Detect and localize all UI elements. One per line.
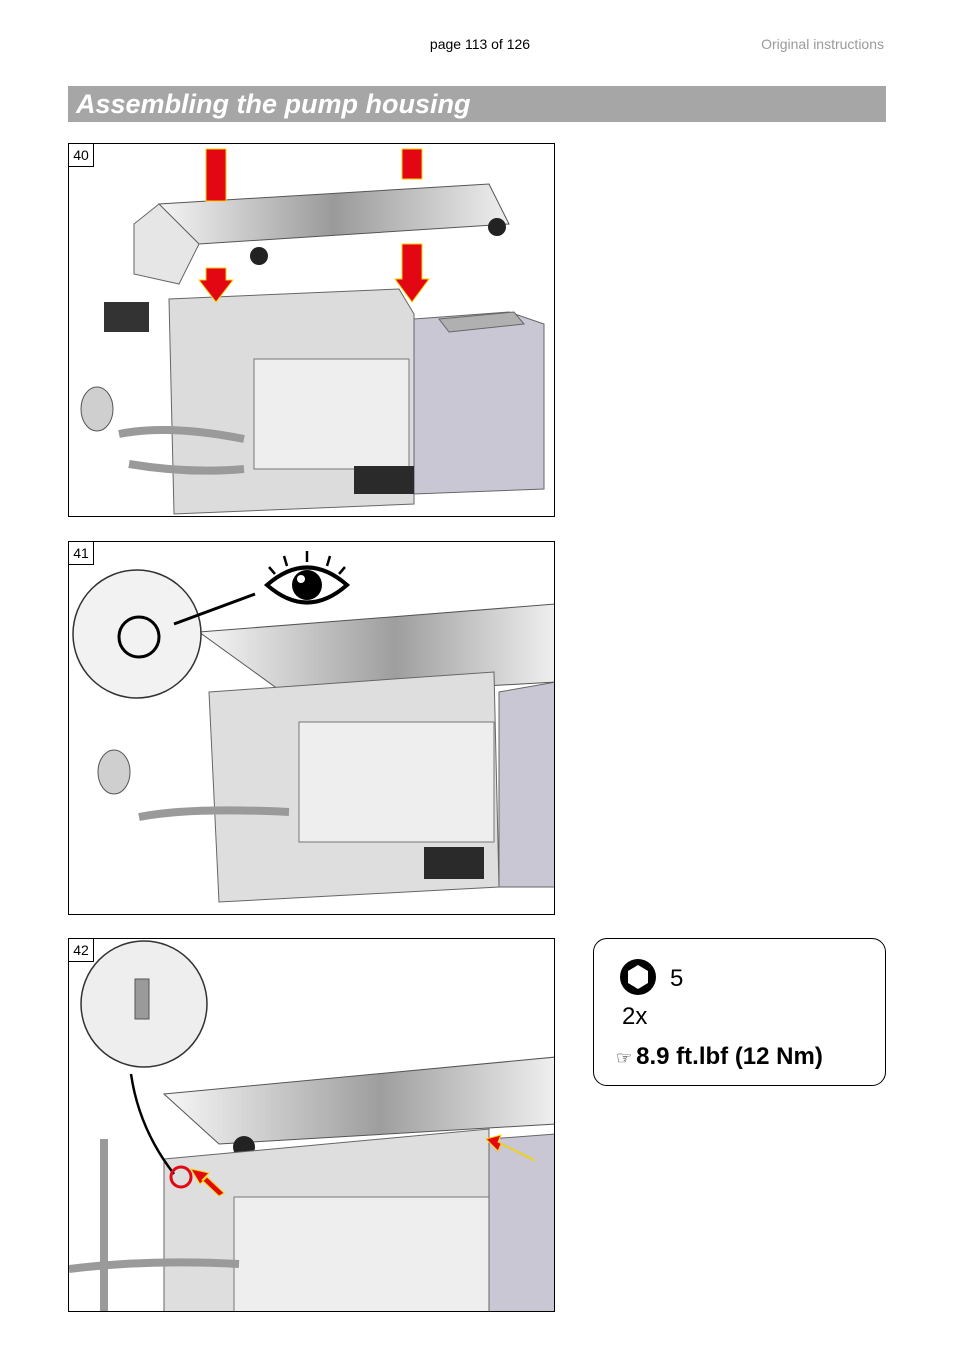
figure-label: 40 <box>69 144 94 167</box>
section-title: Assembling the pump housing <box>76 89 471 119</box>
tool-size: 5 <box>670 965 684 992</box>
screw-quantity: 2x <box>622 1003 648 1030</box>
pointing-hand-icon: ☞ <box>616 1048 633 1068</box>
torque-value: 8.9 ft.lbf (12 Nm) <box>636 1043 823 1070</box>
figure-40: 40 <box>68 143 555 517</box>
figure-42: 42 <box>68 938 555 1312</box>
torque-row: ☞8.9 ft.lbf (12 Nm) <box>616 1043 823 1071</box>
pump-cover-lowering-illustration <box>80 148 545 515</box>
page-number: page 113 of 126 <box>429 36 531 52</box>
section-title-bar: Assembling the pump housing <box>68 86 886 122</box>
screw-tightening-illustration <box>69 940 554 1311</box>
cover-seated-inspection-illustration <box>72 551 554 903</box>
eye-icon <box>263 551 351 605</box>
document-type: Original instructions <box>761 36 884 52</box>
figure-label: 42 <box>69 939 94 962</box>
torque-spec-box: 5 2x ☞8.9 ft.lbf (12 Nm) <box>593 938 886 1086</box>
hex-socket-icon <box>620 959 656 995</box>
figure-41: 41 <box>68 541 555 915</box>
figure-label: 41 <box>69 542 94 565</box>
